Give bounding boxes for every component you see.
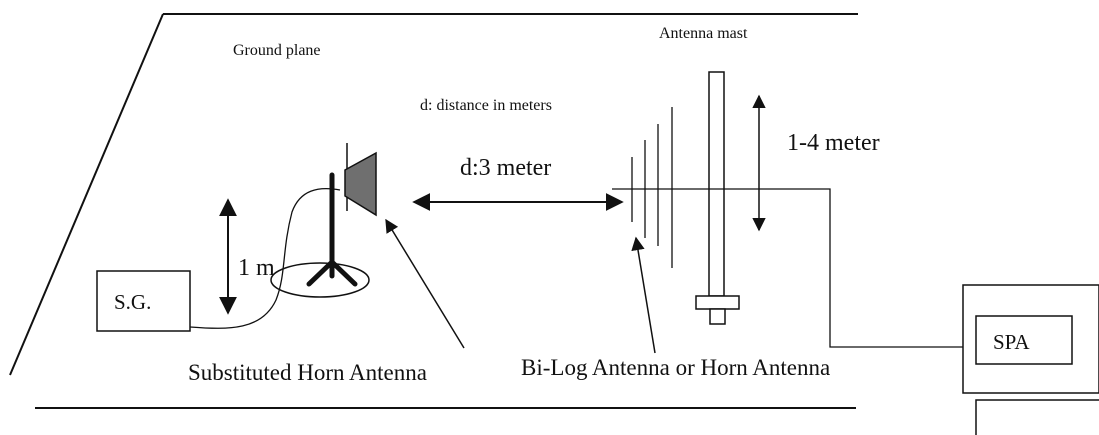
tripod	[306, 172, 358, 287]
distance-note-label: d: distance in meters	[420, 97, 552, 114]
antenna-mast	[695, 71, 740, 325]
horn-pointer-arrow	[385, 218, 465, 349]
distance-value-label: d:3 meter	[460, 155, 551, 181]
height-1m-label: 1 m	[238, 255, 275, 281]
height-range-label: 1-4 meter	[787, 130, 880, 156]
signal-generator-label: S.G.	[114, 290, 151, 314]
ground-plane-label: Ground plane	[233, 42, 321, 59]
signal-generator-box	[96, 270, 191, 332]
horn-antenna-icon	[344, 151, 377, 217]
ground-plane-outline	[9, 13, 858, 409]
receive-antenna-label: Bi-Log Antenna or Horn Antenna	[521, 355, 830, 380]
antenna-mast-label: Antenna mast	[659, 25, 748, 42]
substituted-horn-label: Substituted Horn Antenna	[188, 360, 427, 385]
spectrum-analyzer	[962, 284, 1099, 435]
receive-antenna-pointer-arrow	[631, 236, 656, 354]
feed-cable	[700, 188, 975, 348]
tripod-base-ellipse	[270, 262, 370, 298]
spectrum-analyzer-label: SPA	[993, 330, 1030, 354]
bilog-antenna	[612, 107, 700, 268]
